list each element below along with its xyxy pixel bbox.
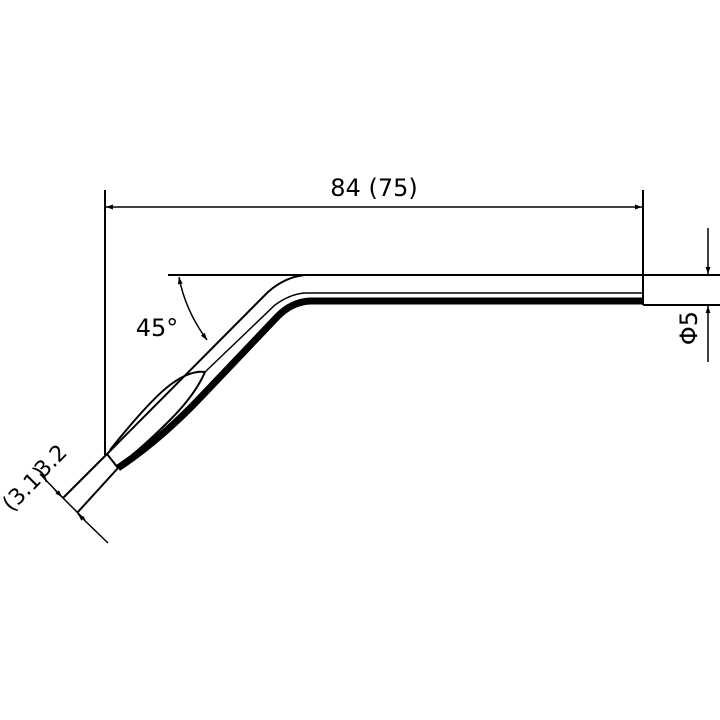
tip-inner-edge — [204, 292, 643, 373]
tip-top-edge — [106, 274, 643, 455]
tip-width-dim-axis — [54, 489, 86, 521]
length-dimension-label: 84 (75) — [330, 174, 417, 202]
tip-face-top — [62, 453, 108, 499]
tip-face-bottom — [76, 467, 119, 514]
tip-shoulder-line — [106, 453, 119, 469]
angle-dimension-label: 45° — [136, 314, 179, 342]
angle-arc — [177, 276, 208, 341]
diameter-dimension-label: Φ5 — [675, 311, 703, 345]
tip-taper-face — [109, 370, 207, 467]
tip-bottom-edge — [116, 297, 643, 471]
